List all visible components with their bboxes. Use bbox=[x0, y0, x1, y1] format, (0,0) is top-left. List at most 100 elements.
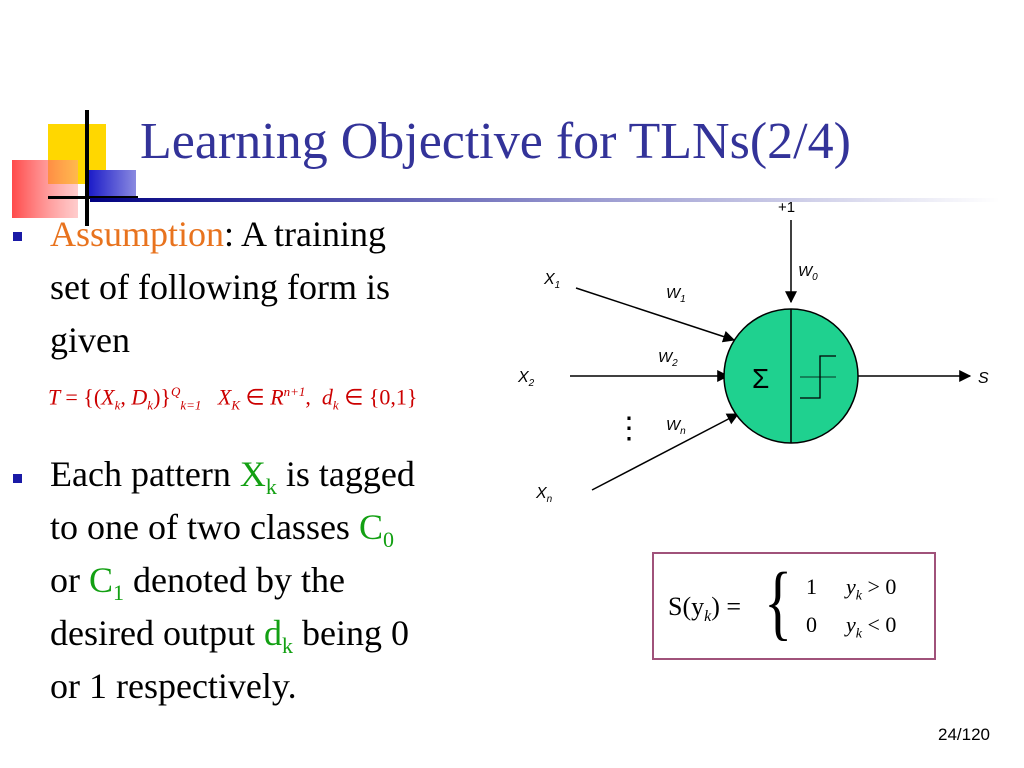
wn-label: Wn bbox=[666, 417, 686, 437]
pw-row2-value: 0 bbox=[806, 612, 817, 637]
assumption-keyword: Assumption bbox=[50, 214, 225, 254]
w2-label: W2 bbox=[658, 349, 678, 369]
class-C1: C1 bbox=[89, 560, 124, 605]
formula-sep: , bbox=[305, 384, 311, 410]
pw-row2-sub: k bbox=[855, 626, 862, 642]
w1-main: W bbox=[666, 285, 682, 302]
formula-sub-k: k bbox=[114, 397, 121, 413]
w2-sub: 2 bbox=[671, 358, 678, 369]
b2-l1-post: is tagged bbox=[276, 454, 415, 494]
bullet-1-line-1-text: : A training bbox=[224, 214, 387, 254]
bullet-marker-2 bbox=[13, 474, 22, 483]
b2-l4-post: being 0 bbox=[292, 613, 409, 653]
b2-C0: C bbox=[358, 507, 383, 547]
page-number: 24/120 bbox=[938, 725, 990, 744]
formula-d: d bbox=[321, 384, 333, 410]
bullet-1-line-3: given bbox=[50, 320, 130, 360]
pw-lhs-close: ) = bbox=[711, 592, 742, 621]
w2-main: W bbox=[658, 349, 674, 366]
pw-row1-value: 1 bbox=[806, 574, 817, 599]
x2-label: X2 bbox=[517, 369, 535, 389]
formula-X: X bbox=[101, 384, 115, 410]
pw-lhs-sub: k bbox=[704, 608, 712, 626]
x2-sub: 2 bbox=[528, 378, 535, 389]
xn-input-line bbox=[591, 413, 740, 491]
formula-T: T bbox=[48, 384, 60, 410]
b2-Xsub: k bbox=[265, 474, 277, 500]
training-set-formula: T = {(Xk, Dk)}Qk=1 XK ∈ Rn+1, dk ∈ {0,1} bbox=[48, 384, 418, 414]
class-C0: C0 bbox=[358, 507, 394, 552]
bullet-2-line-4: desired output dk being 0 bbox=[50, 607, 409, 672]
formula-set-close: )} bbox=[153, 384, 171, 410]
pw-row-1: 1 yk > 0 bbox=[806, 574, 896, 604]
formula-in: ∈ bbox=[245, 384, 265, 410]
formula-eq: = bbox=[65, 384, 78, 410]
desired-output-d: dk bbox=[264, 613, 293, 658]
pw-brace: { bbox=[764, 556, 793, 649]
formula-set01: {0,1} bbox=[368, 384, 418, 410]
x1-main: X bbox=[543, 271, 556, 288]
pw-row1-sub: k bbox=[855, 588, 862, 604]
w1-label: W1 bbox=[666, 285, 686, 305]
xn-main: X bbox=[535, 485, 548, 502]
sum-symbol: Σ bbox=[752, 363, 769, 394]
xn-sub: n bbox=[547, 494, 553, 505]
wn-sub: n bbox=[680, 426, 686, 437]
output-label: S bbox=[978, 370, 989, 387]
pw-lhs: S(yk) = bbox=[668, 592, 741, 626]
w0-main: W bbox=[798, 263, 814, 280]
formula-sub-k-2: k bbox=[147, 397, 154, 413]
input-ellipsis: ⋮ bbox=[614, 412, 644, 445]
formula-sup-n1: n+1 bbox=[283, 384, 306, 399]
bullet-2-line-2: to one of two classes C0 bbox=[50, 501, 394, 566]
w0-sub: 0 bbox=[812, 272, 818, 283]
pattern-X: Xk bbox=[239, 454, 277, 499]
bullet-2-line-1: Each pattern Xk is tagged bbox=[50, 448, 415, 513]
formula-sub-k-3: k bbox=[332, 397, 339, 413]
title-underline bbox=[90, 198, 1000, 202]
slide-title: Learning Objective for TLNs(2/4) bbox=[140, 113, 851, 170]
slide-logo bbox=[12, 110, 138, 226]
b2-l3-pre: or bbox=[50, 560, 89, 600]
x1-label: X1 bbox=[543, 271, 560, 291]
w0-label: W0 bbox=[798, 263, 818, 283]
pw-lhs-main: S(y bbox=[668, 592, 705, 621]
tln-diagram: +1 W0 X1 W1 X2 W2 Xn Wn ⋮ Σ S bbox=[517, 199, 989, 505]
b2-dsub: k bbox=[281, 633, 293, 659]
bias-label: +1 bbox=[778, 199, 795, 216]
b2-C1: C bbox=[89, 560, 114, 600]
pw-row1-op: > 0 bbox=[867, 574, 897, 599]
formula-D: D bbox=[131, 384, 148, 410]
b2-l3-post: denoted by the bbox=[124, 560, 345, 600]
b2-C0sub: 0 bbox=[382, 527, 394, 553]
wn-main: W bbox=[666, 417, 682, 434]
formula-XK: X bbox=[217, 384, 232, 410]
logo-vertical-bar bbox=[85, 110, 89, 226]
bullet-2-line-5: or 1 respectively. bbox=[50, 666, 297, 706]
x2-main: X bbox=[517, 369, 530, 386]
b2-C1sub: 1 bbox=[113, 580, 125, 606]
formula-sub-K: K bbox=[231, 397, 241, 413]
bullet-list: Assumption: A training set of following … bbox=[13, 208, 418, 706]
logo-blue-block bbox=[88, 170, 136, 196]
b2-l2-pre: to one of two classes bbox=[50, 507, 359, 547]
logo-horizontal-bar bbox=[48, 196, 138, 199]
x1-input-line bbox=[575, 287, 736, 343]
pw-row1-cond: y bbox=[846, 574, 856, 599]
formula-sup-Q: Q bbox=[170, 384, 181, 399]
bullet-1-line-2: set of following form is bbox=[50, 267, 390, 307]
formula-comma: , bbox=[120, 384, 126, 410]
b2-l1-pre: Each pattern bbox=[50, 454, 240, 494]
formula-in2: ∈ bbox=[344, 384, 364, 410]
formula-R: R bbox=[270, 384, 284, 410]
logo-red-block bbox=[12, 160, 78, 218]
w1-sub: 1 bbox=[680, 294, 686, 305]
bullet-1-line-1: Assumption: A training bbox=[50, 208, 386, 261]
b2-l4-pre: desired output bbox=[50, 613, 264, 653]
b2-X: X bbox=[239, 454, 266, 494]
pw-row2-cond: y bbox=[846, 612, 856, 637]
bullet-marker-1 bbox=[13, 232, 22, 241]
bullet-2-line-3: or C1 denoted by the bbox=[50, 554, 345, 619]
